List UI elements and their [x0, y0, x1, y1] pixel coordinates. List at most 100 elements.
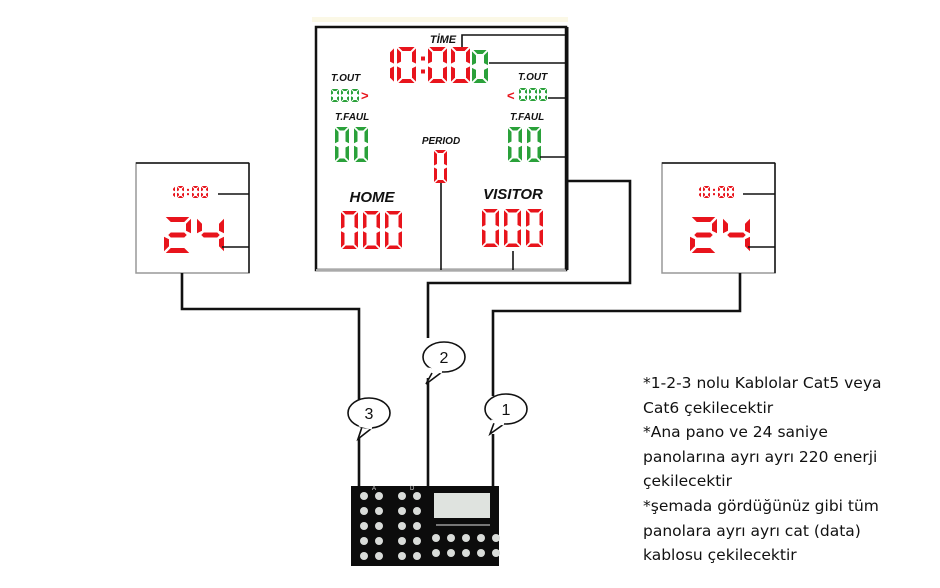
- controller-button[interactable]: [413, 552, 421, 560]
- segment-f: [508, 128, 512, 144]
- tfaul-right-label: T.FAUL: [510, 112, 544, 123]
- segment-b: [708, 186, 710, 192]
- segment-f: [428, 48, 432, 64]
- controller-button[interactable]: [477, 549, 485, 557]
- segment-d: [519, 99, 527, 101]
- seven-seg-digit: [539, 88, 547, 101]
- segment-c: [345, 145, 349, 161]
- segment-e: [385, 231, 389, 248]
- installation-notes: *1-2-3 nolu Kablolar Cat5 veya Cat6 çeki…: [643, 371, 933, 568]
- controller-button[interactable]: [492, 549, 500, 557]
- seven-seg-digit: [727, 186, 734, 198]
- segment-b: [539, 210, 543, 227]
- seven-seg-digit: [331, 89, 339, 102]
- note-line: *Ana pano ve 24 saniye: [643, 423, 828, 442]
- segment-d: [528, 158, 540, 162]
- controller-button[interactable]: [375, 552, 383, 560]
- time-tenths-digit: [472, 50, 488, 83]
- segment-c: [173, 192, 175, 198]
- segment-f: [341, 212, 345, 229]
- segment-f: [192, 186, 194, 192]
- segment-g: [168, 232, 187, 238]
- segment-b: [484, 51, 488, 66]
- segment-b: [444, 151, 447, 166]
- controller-button[interactable]: [360, 492, 368, 500]
- controller-button[interactable]: [462, 549, 470, 557]
- segment-e: [529, 95, 531, 101]
- controller-button[interactable]: [447, 534, 455, 542]
- controller-button[interactable]: [413, 492, 421, 500]
- controller-lcd-screen: [434, 493, 490, 518]
- segment-c: [517, 229, 521, 246]
- controller-button[interactable]: [375, 492, 383, 500]
- controller-button[interactable]: [360, 537, 368, 545]
- controller-button[interactable]: [360, 522, 368, 530]
- segment-d: [483, 243, 498, 247]
- controller-button[interactable]: [413, 507, 421, 515]
- segment-d: [355, 158, 367, 162]
- cable-label-1: 1: [483, 393, 528, 437]
- segment-d: [336, 158, 348, 162]
- seven-seg-digit: [164, 217, 191, 253]
- controller-button[interactable]: [447, 549, 455, 557]
- controller-button[interactable]: [432, 549, 440, 557]
- segment-f: [504, 210, 508, 227]
- segment-e: [201, 192, 203, 198]
- segment-b: [723, 186, 725, 192]
- controller-button[interactable]: [432, 534, 440, 542]
- segment-f: [434, 151, 437, 166]
- segment-a: [529, 88, 537, 90]
- controller-button[interactable]: [398, 507, 406, 515]
- controller-button[interactable]: [360, 552, 368, 560]
- segment-a: [398, 47, 415, 51]
- segment-e: [718, 192, 720, 198]
- segment-a: [342, 211, 357, 215]
- controller-button[interactable]: [375, 507, 383, 515]
- segment-d: [435, 180, 446, 183]
- controller-button[interactable]: [360, 507, 368, 515]
- segment-c: [354, 231, 358, 248]
- segment-c: [518, 145, 522, 161]
- note-line: Cat6 çekilecektir: [643, 398, 774, 417]
- controller-button[interactable]: [398, 492, 406, 500]
- tout-right-digits: [519, 88, 547, 101]
- visitor-score-digits: [482, 209, 543, 247]
- segment-a: [355, 127, 367, 131]
- segment-a: [528, 127, 540, 131]
- segment-a: [452, 47, 469, 51]
- controller-button[interactable]: [413, 522, 421, 530]
- controller-button[interactable]: [398, 537, 406, 545]
- controller-button[interactable]: [413, 537, 421, 545]
- segment-c: [535, 95, 537, 101]
- segment-e: [727, 192, 729, 198]
- controller-button[interactable]: [375, 522, 383, 530]
- segment-c: [398, 231, 402, 248]
- segment-a: [429, 47, 446, 51]
- segment-a: [351, 89, 359, 91]
- controller-button[interactable]: [398, 522, 406, 530]
- segment-g: [201, 232, 220, 238]
- controller-button[interactable]: [375, 537, 383, 545]
- segment-c: [347, 96, 349, 102]
- segment-e: [331, 96, 333, 102]
- segment-c: [364, 145, 368, 161]
- note-line: panolarına ayrı ayrı 220 enerji: [643, 447, 878, 466]
- shot-clock-right: [661, 162, 776, 274]
- tfaul-right-digits: [508, 127, 541, 162]
- controller-button[interactable]: [477, 534, 485, 542]
- segment-e: [519, 95, 521, 101]
- segment-e: [341, 96, 343, 102]
- tfaul-left-digits: [335, 127, 368, 162]
- segment-f: [482, 210, 486, 227]
- controller-button[interactable]: [492, 534, 500, 542]
- controller-button[interactable]: [398, 552, 406, 560]
- segment-a: [509, 127, 521, 131]
- segment-f: [539, 88, 541, 94]
- controller-button[interactable]: [462, 534, 470, 542]
- seven-seg-digit: [390, 48, 394, 82]
- segment-a: [703, 186, 710, 188]
- seven-seg-digit: [699, 186, 701, 198]
- segment-e: [335, 145, 339, 161]
- segment-c: [732, 192, 734, 198]
- segment-f: [718, 186, 720, 192]
